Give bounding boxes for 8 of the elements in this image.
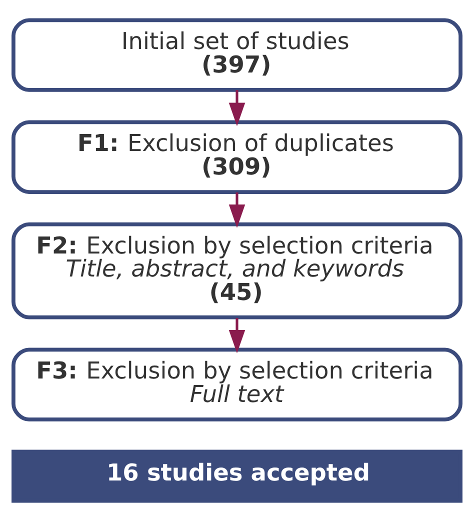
arrow <box>228 90 246 126</box>
arrow <box>228 317 246 353</box>
node-box: F2: Exclusion by selection criteria Title, abstract, and keywords (45) <box>12 222 462 319</box>
node-box: 16 studies accepted <box>12 449 462 502</box>
node-box: Initial set of studies (397) <box>12 18 462 92</box>
node-box: F3: Exclusion by selection criteria Full text <box>12 347 462 421</box>
arrow <box>228 192 246 228</box>
node-box: F1: Exclusion of duplicates (309) <box>12 120 462 194</box>
